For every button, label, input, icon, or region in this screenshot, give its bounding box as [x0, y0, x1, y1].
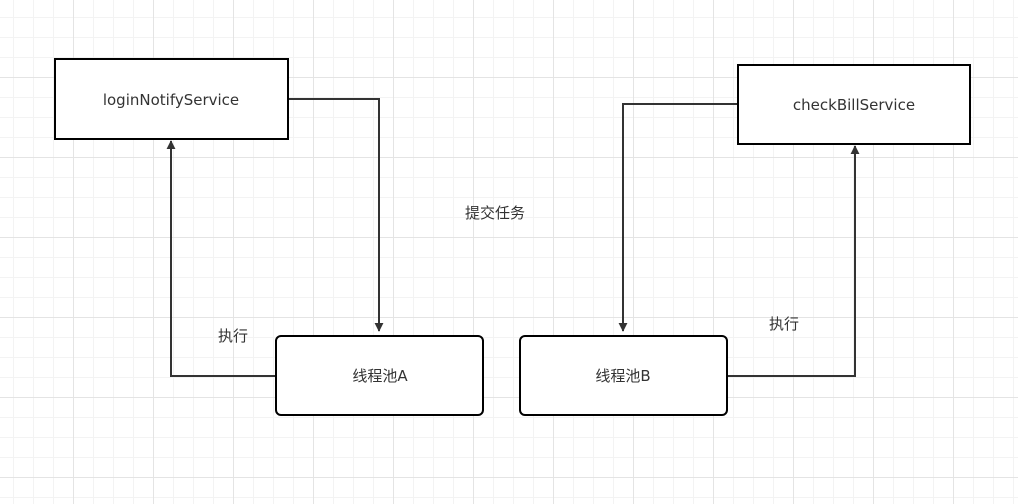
node-check-bill-service-label: checkBillService: [793, 96, 915, 114]
node-thread-pool-b[interactable]: 线程池B: [519, 335, 728, 416]
label-execute-right: 执行: [769, 315, 799, 333]
edge-pool-b-to-check-bill: [728, 145, 860, 377]
label-submit-task: 提交任务: [465, 204, 525, 222]
node-check-bill-service[interactable]: checkBillService: [737, 64, 971, 145]
node-thread-pool-a[interactable]: 线程池A: [275, 335, 484, 416]
edge-login-to-pool-a: [289, 98, 384, 332]
edge-pool-a-to-login: [166, 140, 275, 377]
node-login-notify-service[interactable]: loginNotifyService: [54, 58, 289, 140]
edge-check-bill-to-pool-b: [618, 103, 738, 332]
label-execute-left: 执行: [218, 327, 248, 345]
node-thread-pool-a-label: 线程池A: [352, 367, 408, 385]
node-login-notify-service-label: loginNotifyService: [103, 91, 239, 109]
node-thread-pool-b-label: 线程池B: [595, 367, 650, 385]
